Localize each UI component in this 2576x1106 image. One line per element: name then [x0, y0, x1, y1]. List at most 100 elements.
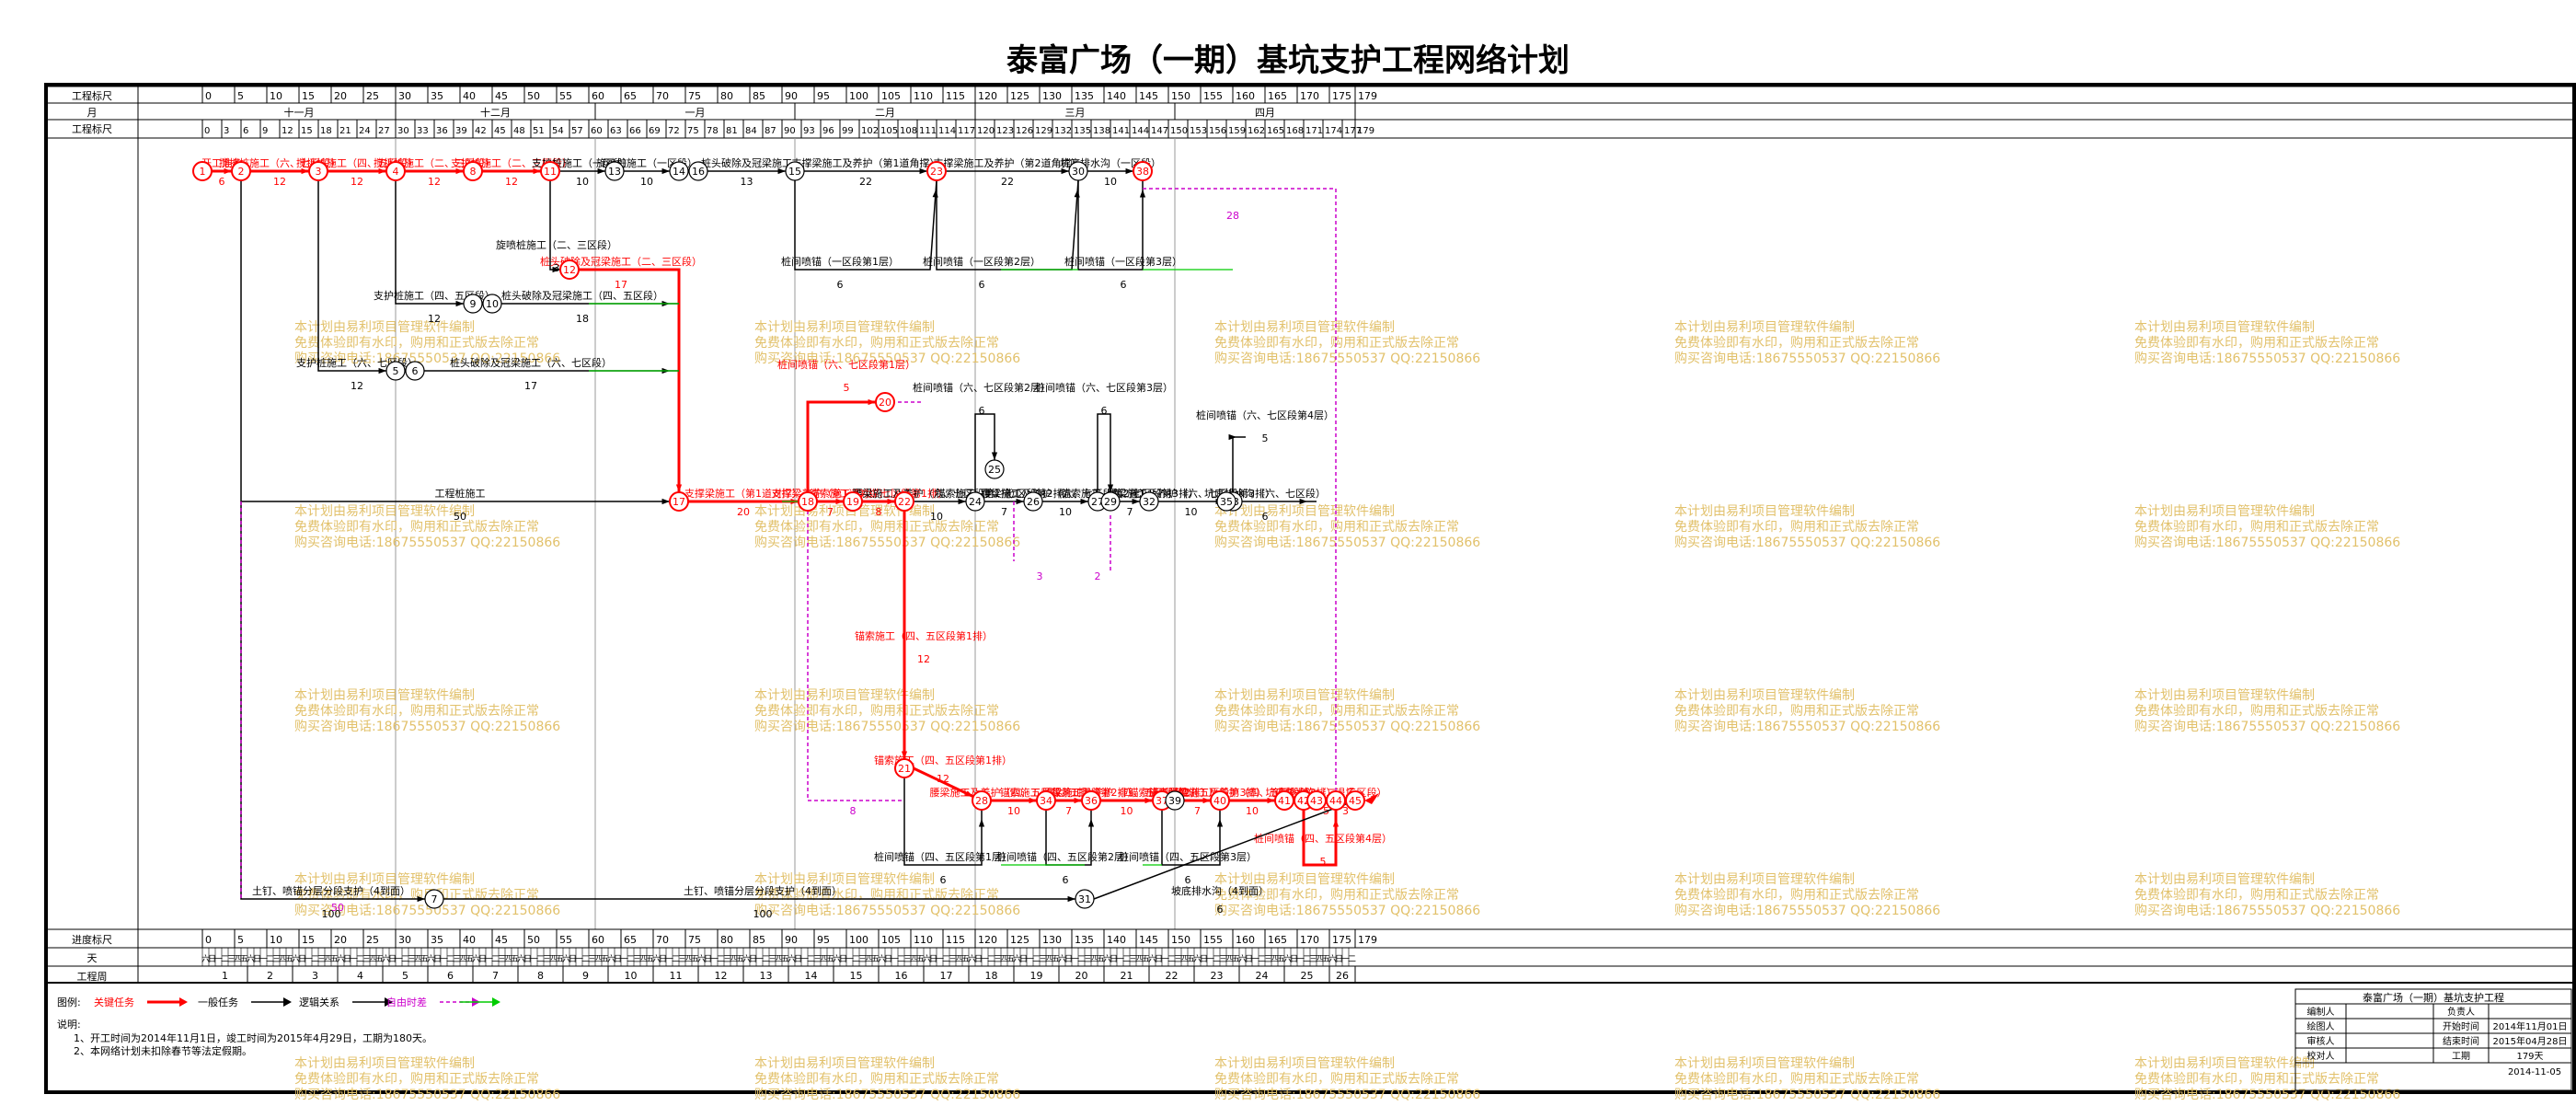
weekday-label: 六: [517, 953, 525, 964]
footer-scale-label: 45: [495, 934, 508, 946]
task-duration: 6: [1262, 511, 1269, 523]
day-label: 102: [861, 126, 879, 136]
weekday-label: 二: [897, 955, 905, 964]
weekday-label: 三: [543, 955, 551, 964]
weekday-label: 三: [362, 955, 371, 964]
footer-scale-label: 75: [688, 934, 701, 946]
weekday-label: 三: [1264, 955, 1272, 964]
node-id: 32: [1143, 496, 1156, 508]
scale-tick-label: 40: [463, 90, 476, 102]
watermark-text: 购买咨询电话:18675550537 QQ:22150866: [1674, 351, 1940, 366]
task-arrow-head: [552, 266, 560, 273]
week-label: 1: [222, 970, 228, 982]
weekday-label: 三: [588, 955, 596, 964]
scale-tick-label: 135: [1075, 90, 1094, 102]
task-duration: 6: [219, 176, 225, 188]
week-label: 21: [1121, 970, 1133, 982]
task-duration: 8: [876, 506, 882, 518]
weekday-label: 四: [1271, 955, 1279, 964]
weekday-label: 五: [420, 955, 429, 964]
weekday-label: 二: [1303, 955, 1311, 964]
watermark-text: 本计划由易利项目管理软件编制: [754, 688, 935, 703]
day-label: 42: [475, 126, 487, 136]
node-id: 35: [1220, 496, 1233, 508]
weekday-label: 三: [678, 955, 686, 964]
day-label: 51: [533, 126, 545, 136]
scale-tick-label: 15: [302, 90, 315, 102]
watermark-text: 购买咨询电话:18675550537 QQ:22150866: [2134, 720, 2400, 734]
watermark-text: 购买咨询电话:18675550537 QQ:22150866: [1674, 536, 1940, 550]
weekday-label: 五: [1142, 955, 1150, 964]
weekday-label: 日: [749, 954, 757, 964]
weekday-label: 四: [639, 955, 648, 964]
task-duration: 5: [844, 382, 850, 394]
weekday-label: 四: [955, 955, 963, 964]
weekday-label: 六: [1193, 953, 1202, 964]
scale-tick-label: 90: [785, 90, 798, 102]
day-label: 111: [919, 126, 937, 136]
task-duration: 10: [640, 176, 653, 188]
weekday-label: 二: [1032, 955, 1041, 964]
weekday-label: 五: [871, 955, 880, 964]
task-duration: 12: [937, 773, 949, 785]
scale-tick-label: 10: [270, 90, 282, 102]
node-id: 1: [200, 166, 206, 178]
node-17: [669, 491, 689, 512]
node-id: 15: [788, 166, 801, 178]
node-3: [308, 161, 328, 181]
task-duration: 7: [1001, 506, 1007, 518]
watermark-text: 本计划由易利项目管理软件编制: [294, 872, 475, 887]
task-duration: 100: [753, 908, 773, 920]
week-label: 12: [715, 970, 728, 982]
month-label: 四月: [1255, 107, 1275, 119]
watermark-text: 本计划由易利项目管理软件编制: [2134, 688, 2315, 703]
node-id: 6: [412, 365, 419, 377]
weekday-label: 二: [401, 955, 409, 964]
day-label: 159: [1228, 126, 1246, 136]
footer-scale-label: 55: [559, 934, 572, 946]
watermark-text: 免费体验即有水印，购用和正式版去除正常: [294, 704, 539, 719]
task-name: 锚索施工（四、五区段第2排）: [1000, 786, 1138, 799]
task-name: 桩间喷锚（六、七区段第3层）: [1035, 381, 1173, 394]
day-label: 24: [359, 126, 371, 136]
weekday-label: 一: [214, 955, 223, 964]
node-26: [1023, 491, 1043, 512]
scale-tick-label: 170: [1300, 90, 1319, 102]
footer-scale-label: 50: [527, 934, 540, 946]
weekday-label: 四: [684, 955, 693, 964]
task-arrow: [1161, 810, 1221, 866]
weekday-label: 六: [923, 953, 931, 964]
footer-scale-label: 179: [1358, 934, 1377, 946]
day-label: 12: [282, 126, 293, 136]
scale-tick-label: 110: [914, 90, 933, 102]
node-6: [405, 361, 425, 381]
day-label: 132: [1054, 126, 1072, 136]
footer-scale-label: 70: [656, 934, 669, 946]
footer-scale-label: 65: [624, 934, 637, 946]
day-label: 36: [436, 126, 448, 136]
task-arrow: [974, 413, 995, 492]
weekday-label: 一: [485, 955, 493, 964]
task-duration: 5: [1262, 432, 1269, 444]
watermark-text: 购买咨询电话:18675550537 QQ:22150866: [754, 904, 1020, 918]
weekday-label: 一: [350, 955, 358, 964]
task-arrow-head: [1125, 167, 1133, 175]
weekday-label: 三: [1039, 955, 1047, 964]
info-table-date: 2014-11-05: [2508, 1067, 2561, 1077]
weekday-label: 六: [337, 953, 345, 964]
weekday-label: 日: [659, 954, 667, 964]
weekday-label: 六: [427, 953, 435, 964]
day-label: 147: [1151, 126, 1168, 136]
day-label: 168: [1286, 126, 1304, 136]
scale-tick-label: 100: [849, 90, 868, 102]
day-label: 63: [610, 126, 622, 136]
weekday-label: 二: [356, 955, 364, 964]
task-arrow-head: [1029, 797, 1037, 804]
watermark-text: 免费体验即有水印，购用和正式版去除正常: [2134, 704, 2379, 719]
info-table: [2294, 988, 2572, 1091]
week-label: 10: [625, 970, 638, 982]
day-label: 141: [1112, 126, 1130, 136]
task-name: 桩头破除及冠梁施工（二、三区段）: [540, 255, 702, 268]
day-label: 129: [1035, 126, 1052, 136]
weekday-label: 日: [523, 954, 532, 964]
